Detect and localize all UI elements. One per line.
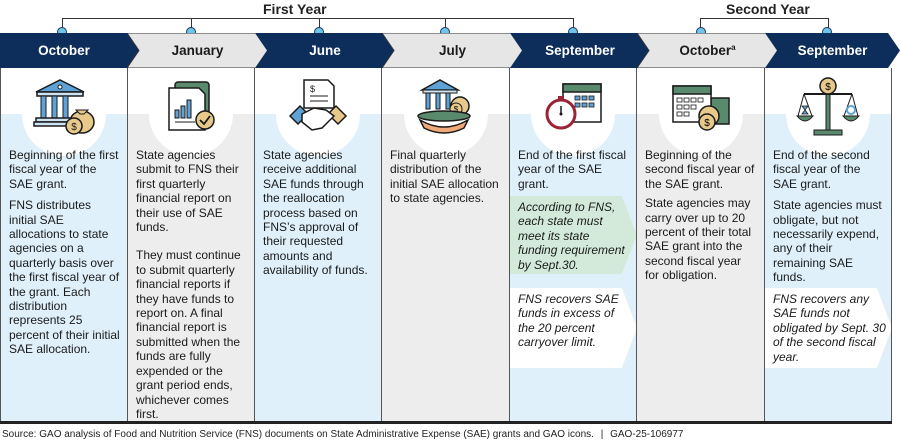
svg-text:$: $ bbox=[453, 105, 458, 114]
month-label: Octobera bbox=[679, 43, 735, 59]
bracket-tick bbox=[319, 18, 320, 32]
column-october: $ Beginning of the first fiscal year of … bbox=[0, 68, 128, 422]
svg-text:$: $ bbox=[704, 118, 710, 129]
description-paragraph: They must continue to submit quarterly f… bbox=[136, 248, 241, 421]
financial-report-check-icon bbox=[168, 81, 215, 131]
description-paragraph: State agencies may carry over up to 20 p… bbox=[645, 196, 752, 283]
column-text: State agencies submit to FNS their first… bbox=[136, 148, 248, 422]
bracket-tick bbox=[191, 18, 192, 32]
header-september-second: September bbox=[765, 33, 900, 68]
header-october: October bbox=[0, 33, 140, 68]
bank-money-bag-icon: $ bbox=[33, 79, 95, 135]
column-july: $ Final quarterly distribution of the in… bbox=[382, 68, 510, 422]
month-label: June bbox=[309, 43, 341, 58]
chevron-shape bbox=[382, 33, 523, 68]
description-paragraph: State agencies must obligate, but not ne… bbox=[773, 198, 882, 285]
column-january: State agencies submit to FNS their first… bbox=[128, 68, 255, 422]
month-label: January bbox=[171, 43, 224, 58]
column-text: End of the first fiscal year of the SAE … bbox=[518, 148, 630, 198]
chevron-shape bbox=[765, 33, 900, 68]
bank-in-hand-icon: $ bbox=[416, 79, 471, 134]
second-year-label: Second Year bbox=[726, 1, 810, 17]
header-july: July bbox=[382, 33, 523, 68]
column-september-second: $ End of the second fiscal year of the S… bbox=[765, 68, 892, 422]
description-paragraph: Beginning of the second fiscal year of t… bbox=[645, 148, 755, 191]
first-year-label: First Year bbox=[263, 1, 327, 17]
description-paragraph: FNS distributes initial SAE allocations … bbox=[9, 198, 120, 357]
description-paragraph: Final quarterly distribution of the init… bbox=[390, 148, 499, 206]
month-header-band: October January June July September Octo… bbox=[0, 33, 900, 68]
column-text: State agencies receive additional SAE fu… bbox=[263, 148, 375, 285]
header-october-second: Octobera bbox=[637, 33, 778, 68]
source-note: Source: GAO analysis of Food and Nutriti… bbox=[2, 429, 684, 440]
month-label: July bbox=[438, 43, 466, 58]
column-june: $ State agencies receive additional SAE … bbox=[255, 68, 382, 422]
note-text: FNS recovers SAE funds in excess of the … bbox=[518, 292, 619, 350]
column-text: End of the second fiscal year of the SAE… bbox=[773, 148, 885, 292]
bottom-rule bbox=[0, 421, 892, 424]
chevron-shape bbox=[0, 33, 140, 68]
source-text: Source: GAO analysis of Food and Nutriti… bbox=[2, 429, 594, 440]
column-september-first: End of the first fiscal year of the SAE … bbox=[510, 68, 637, 422]
footnote-marker: a bbox=[731, 42, 736, 52]
note-callout-white: FNS recovers SAE funds in excess of the … bbox=[510, 288, 636, 368]
note-callout-white: FNS recovers any SAE funds not obligated… bbox=[765, 288, 891, 368]
note-callout-green: According to FNS, each state must meet i… bbox=[510, 196, 636, 274]
month-label: September bbox=[545, 43, 615, 58]
header-january: January bbox=[127, 33, 268, 68]
stopwatch-calendar-icon bbox=[545, 83, 602, 130]
description-paragraph: State agencies submit to FNS their first… bbox=[136, 148, 239, 235]
note-text: FNS recovers any SAE funds not obligated… bbox=[773, 292, 886, 364]
description-paragraph: Beginning of the first fiscal year of th… bbox=[9, 148, 119, 191]
chevron-shape bbox=[637, 33, 778, 68]
month-text: October bbox=[679, 43, 732, 59]
svg-text:$: $ bbox=[825, 82, 831, 93]
balance-scale-icon: $ bbox=[796, 77, 860, 136]
column-text: Beginning of the first fiscal year of th… bbox=[9, 148, 121, 364]
handshake-agreement-icon: $ bbox=[288, 79, 348, 131]
column-text: Final quarterly distribution of the init… bbox=[390, 148, 503, 213]
chevron-shape bbox=[510, 33, 650, 68]
description-paragraph: State agencies receive additional SAE fu… bbox=[263, 148, 368, 278]
separator: | bbox=[600, 429, 604, 440]
chevron-shape bbox=[255, 33, 395, 68]
svg-text:$: $ bbox=[71, 122, 77, 133]
description-paragraph: End of the first fiscal year of the SAE … bbox=[518, 148, 627, 191]
header-september-first: September bbox=[510, 33, 650, 68]
calendar-money-icon: $ bbox=[671, 85, 730, 131]
second-year-bracket bbox=[700, 18, 829, 33]
report-id: GAO-25-106977 bbox=[610, 429, 684, 440]
note-text: According to FNS, each state must meet i… bbox=[518, 200, 625, 272]
column-text: Beginning of the second fiscal year of t… bbox=[645, 148, 758, 290]
svg-text:$: $ bbox=[310, 84, 315, 94]
bracket-tick bbox=[445, 18, 446, 32]
column-october-second: $ Beginning of the second fiscal year of… bbox=[637, 68, 765, 422]
first-year-bracket bbox=[62, 18, 574, 33]
chevron-shape bbox=[127, 33, 268, 68]
description-paragraph: End of the second fiscal year of the SAE… bbox=[773, 148, 870, 191]
header-june: June bbox=[255, 33, 395, 68]
month-label: September bbox=[797, 43, 868, 58]
month-label: October bbox=[38, 43, 90, 58]
